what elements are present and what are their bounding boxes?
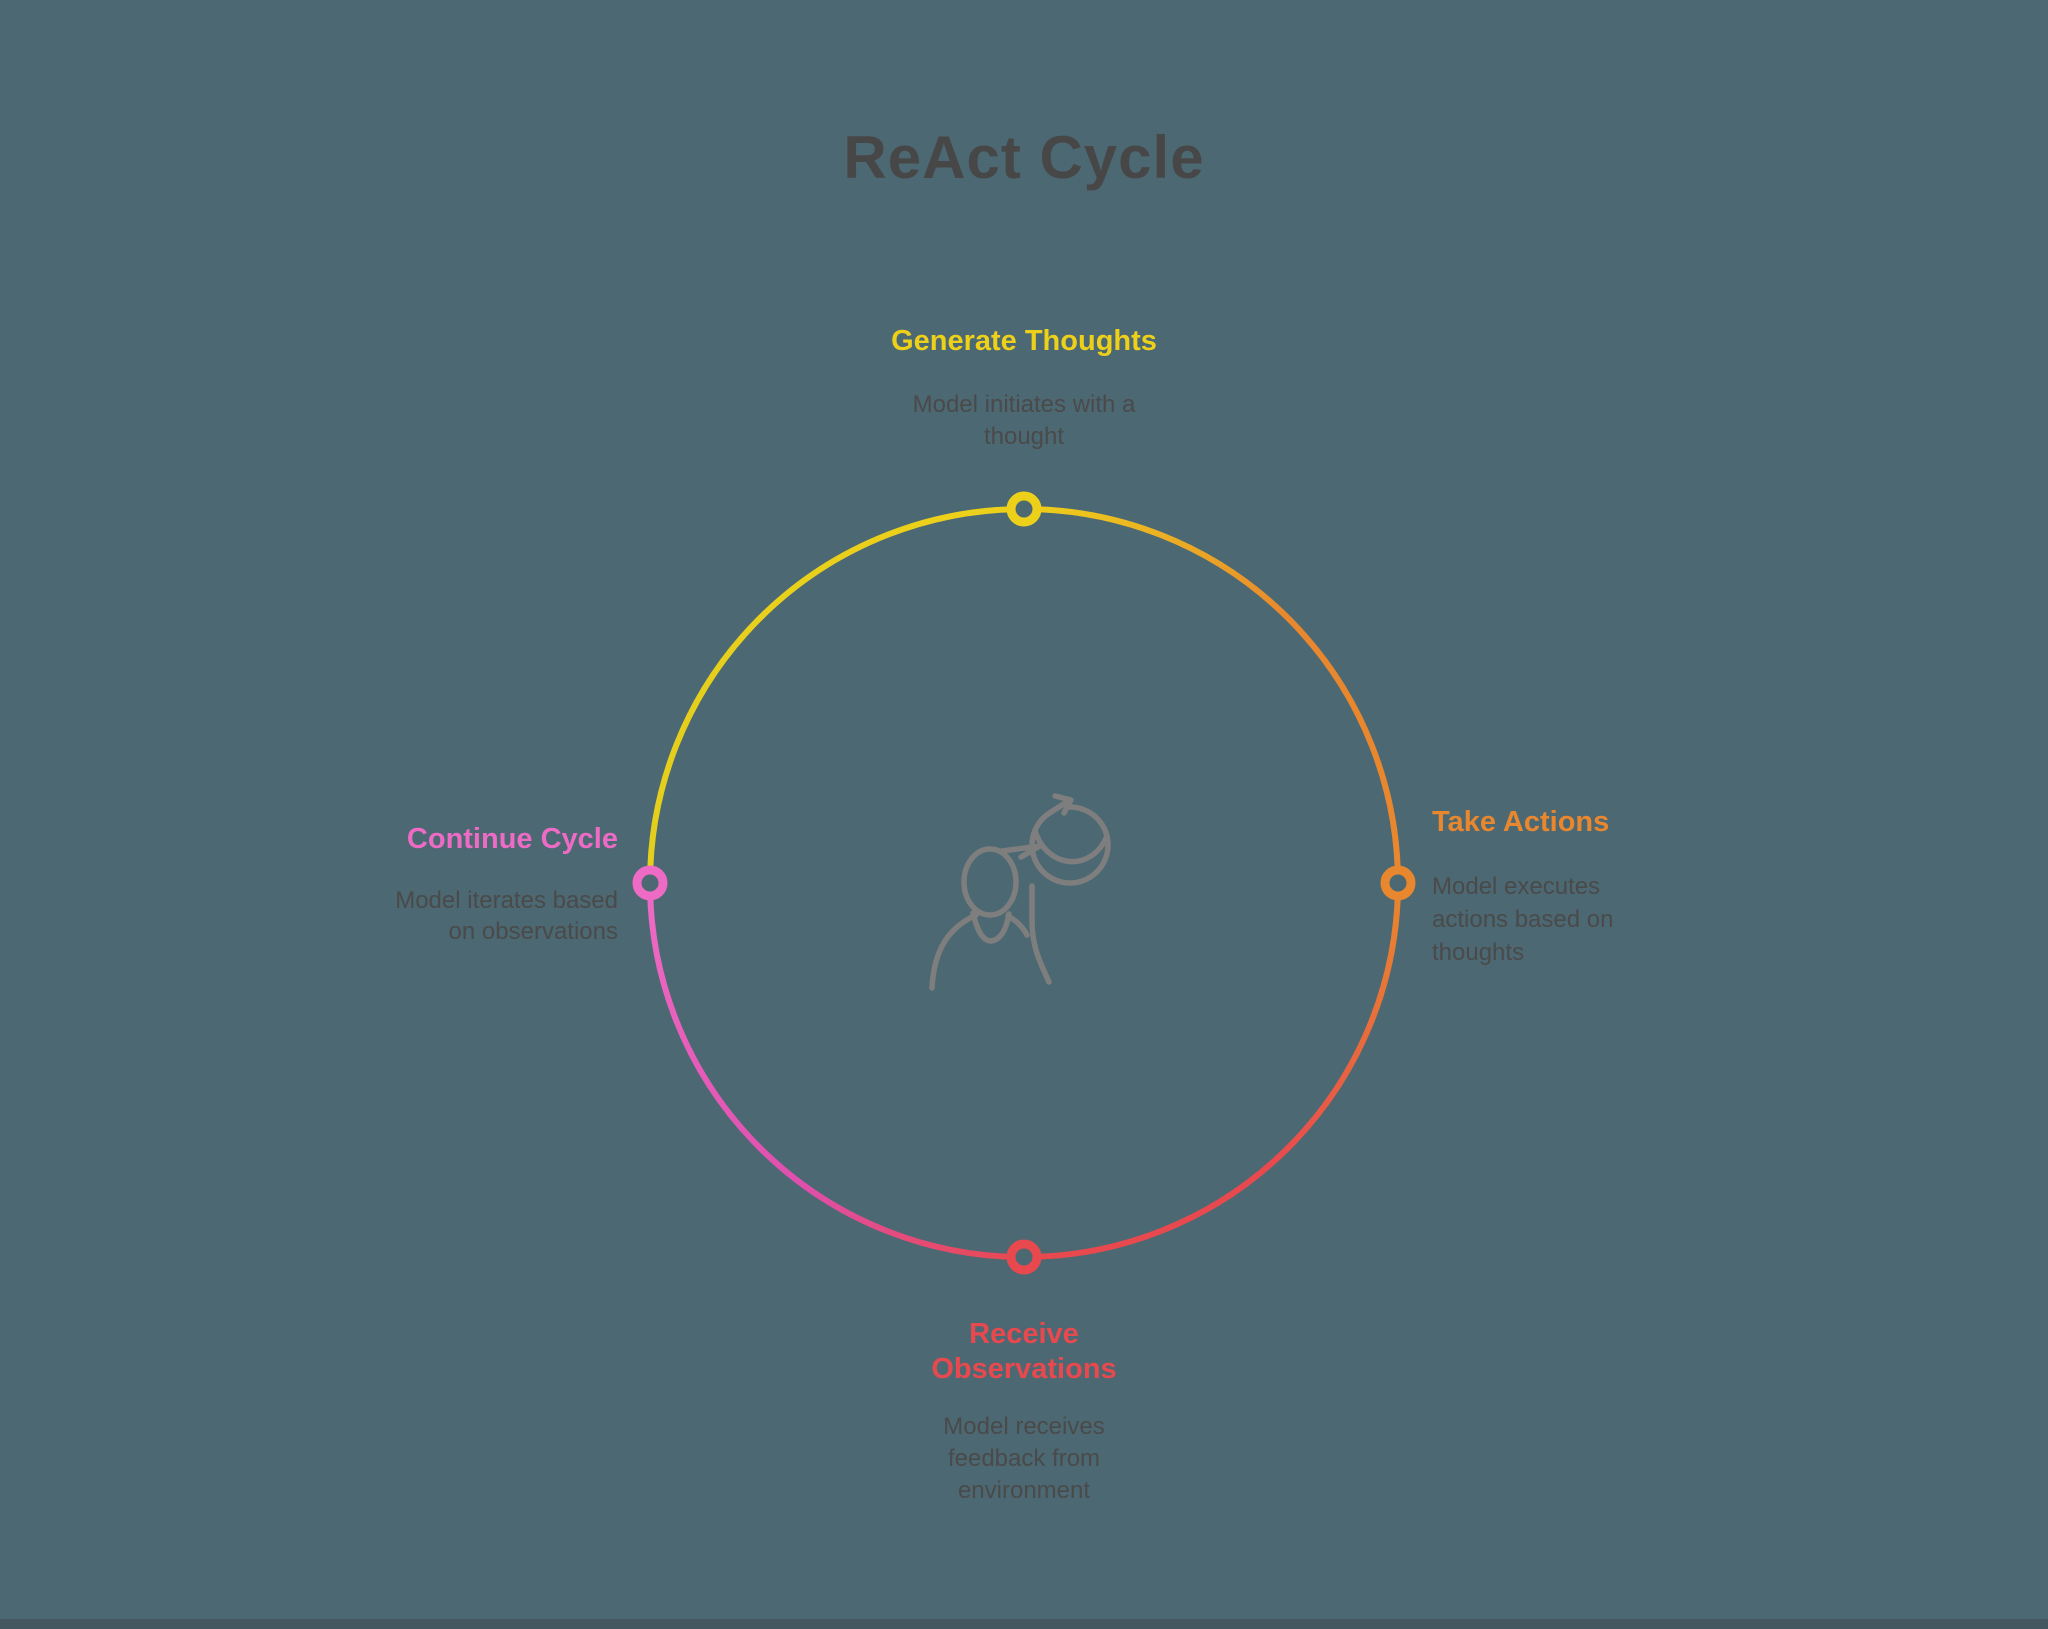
node-continue-cycle xyxy=(632,865,668,901)
step-label: Receive Observations xyxy=(931,1318,1117,1385)
step-description: Model receives feedback from environment xyxy=(943,1413,1105,1504)
cycle-ring xyxy=(647,506,1401,1260)
rotation-equator xyxy=(1032,828,1110,865)
person-head xyxy=(961,846,1019,918)
step-description: Model initiates with a thought xyxy=(912,391,1136,450)
page-title: ReAct Cycle xyxy=(843,124,1205,191)
node-take-actions xyxy=(1380,865,1416,901)
step-description: Model iterates based on observations xyxy=(395,887,618,945)
rotation-arrow-shaft xyxy=(1045,797,1073,817)
arc-continue-to-generate xyxy=(647,506,1025,884)
step-label: Continue Cycle xyxy=(406,823,618,855)
arc-generate-to-actions xyxy=(1023,506,1401,884)
person-right-arm xyxy=(1029,883,1052,985)
bottom-edge-strip xyxy=(0,1619,2048,1629)
step-receive-observations: Receive Observations Model receives feed… xyxy=(774,1317,1274,1507)
step-generate-thoughts: Generate Thoughts Model initiates with a… xyxy=(774,325,1274,453)
person-rotation-cycle-icon xyxy=(929,793,1111,991)
step-label: Generate Thoughts xyxy=(891,325,1157,357)
arc-actions-to-observations xyxy=(1023,882,1401,1260)
person-neckline xyxy=(970,910,1012,944)
person-right-shoulder xyxy=(1005,913,1030,938)
step-take-actions: Take Actions Model executes actions base… xyxy=(1432,806,1762,969)
node-generate-thoughts xyxy=(1006,491,1042,527)
step-description: Model executes actions based on thoughts xyxy=(1432,873,1614,966)
rotation-arrow-head xyxy=(1052,793,1074,816)
arc-observations-to-continue xyxy=(647,882,1025,1260)
node-receive-observations xyxy=(1006,1239,1042,1275)
person-left-shoulder xyxy=(929,912,979,991)
rotation-circle xyxy=(1029,804,1111,886)
cycle-nodes xyxy=(632,491,1416,1275)
step-label: Take Actions xyxy=(1432,806,1610,838)
step-continue-cycle: Continue Cycle Model iterates based on o… xyxy=(318,823,618,947)
